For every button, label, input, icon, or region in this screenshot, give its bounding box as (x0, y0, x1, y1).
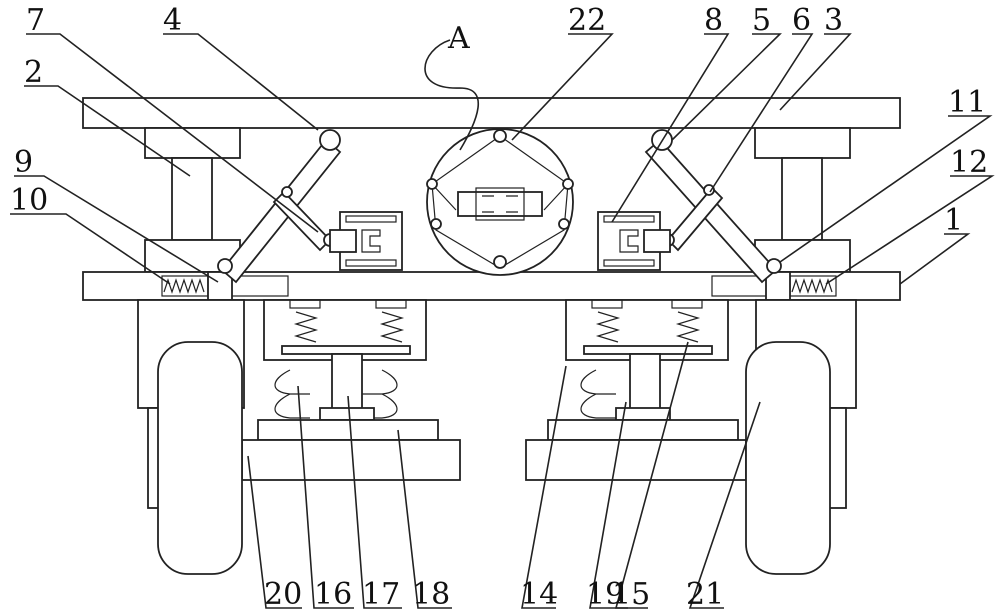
label-12: 12 (950, 145, 988, 180)
leader-4 (163, 33, 319, 131)
leader-21 (688, 401, 761, 609)
left-wheel (157, 341, 243, 575)
right-column (781, 157, 823, 241)
label-3: 3 (824, 3, 843, 38)
leader-17 (347, 395, 402, 609)
leader-12 (825, 175, 995, 285)
label-2: 2 (24, 55, 43, 90)
right-clamp-box (597, 211, 671, 271)
label-22: 22 (568, 3, 606, 38)
left-top-block (144, 127, 241, 159)
leader-10 (10, 213, 171, 285)
right-wheel (745, 341, 831, 575)
left-suspension (241, 299, 461, 481)
leader-7 (26, 33, 319, 233)
left-linkage (217, 129, 342, 284)
leader-8 (611, 33, 730, 223)
label-10: 10 (10, 183, 48, 218)
label-7: 7 (26, 3, 45, 38)
label-14: 14 (520, 577, 558, 612)
label-8: 8 (704, 3, 723, 38)
leader-6 (709, 33, 814, 193)
right-suspension (525, 299, 747, 481)
leader-16 (297, 385, 354, 609)
left-column (171, 157, 213, 241)
label-20: 20 (264, 577, 302, 612)
leader-A (424, 39, 479, 151)
leader-9 (14, 175, 219, 283)
label-4: 4 (163, 3, 182, 38)
leader-18 (397, 429, 452, 609)
leader-22 (511, 33, 614, 141)
right-linkage (644, 129, 782, 284)
left-clamp-box (329, 211, 403, 271)
top-platform (82, 97, 901, 129)
leader-15 (614, 341, 689, 609)
label-11: 11 (948, 85, 986, 120)
label-21: 21 (686, 577, 724, 612)
leader-1 (899, 233, 971, 285)
label-A: A (447, 21, 470, 56)
leader-11 (779, 115, 993, 263)
label-1: 1 (944, 203, 963, 238)
label-18: 18 (412, 577, 450, 612)
label-17: 17 (362, 577, 400, 612)
label-9: 9 (14, 145, 33, 180)
leader-3 (779, 33, 852, 111)
leader-14 (521, 365, 567, 609)
right-top-block (754, 127, 851, 159)
label-6: 6 (792, 3, 811, 38)
leader-2 (24, 85, 191, 177)
label-19: 19 (586, 577, 624, 612)
label-16: 16 (314, 577, 352, 612)
leader-20 (247, 455, 302, 609)
label-15: 15 (612, 577, 650, 612)
label-5: 5 (752, 3, 771, 38)
leader-5 (671, 33, 782, 141)
center-mechanism (426, 128, 574, 276)
